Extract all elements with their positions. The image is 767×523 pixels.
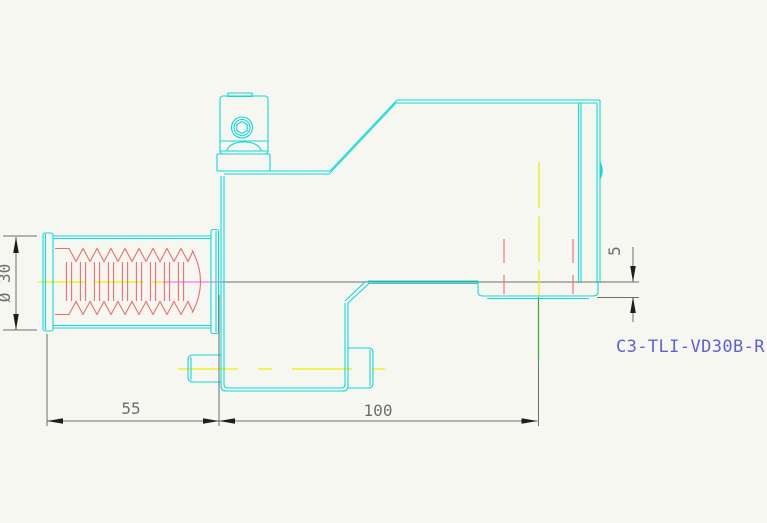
- arrow-right-icon: [203, 418, 219, 424]
- thread-cylinder-outline: [43, 230, 219, 334]
- arrow-down-icon: [13, 314, 19, 330]
- thread-hatching: [55, 249, 201, 315]
- arrow-down-icon: [630, 266, 636, 282]
- hidden-hole-lines: [504, 239, 573, 294]
- part-label: C3-TLI-VD30B-R: [616, 337, 765, 357]
- dimension-diameter-text: Ø 30: [0, 264, 14, 303]
- arrow-right-icon: [521, 418, 538, 424]
- right-edge-bump: [600, 161, 603, 180]
- dimension-100-text: 100: [364, 401, 393, 420]
- hex-socket-icon: [237, 122, 247, 134]
- dimension-foot-offset: 5: [597, 246, 639, 322]
- dimension-lengths: 55 100: [47, 295, 538, 426]
- centerlines: [38, 162, 639, 426]
- dimension-5-text: 5: [605, 246, 624, 256]
- arrow-left-icon: [219, 418, 235, 424]
- dimension-55-text: 55: [121, 399, 140, 418]
- arrow-up-icon: [13, 237, 19, 253]
- arrow-left-icon: [47, 418, 63, 424]
- body-outline: [188, 100, 603, 391]
- arrow-up-icon: [630, 297, 636, 313]
- knob-outline: [217, 93, 270, 171]
- dimension-diameter: Ø 30: [0, 236, 37, 330]
